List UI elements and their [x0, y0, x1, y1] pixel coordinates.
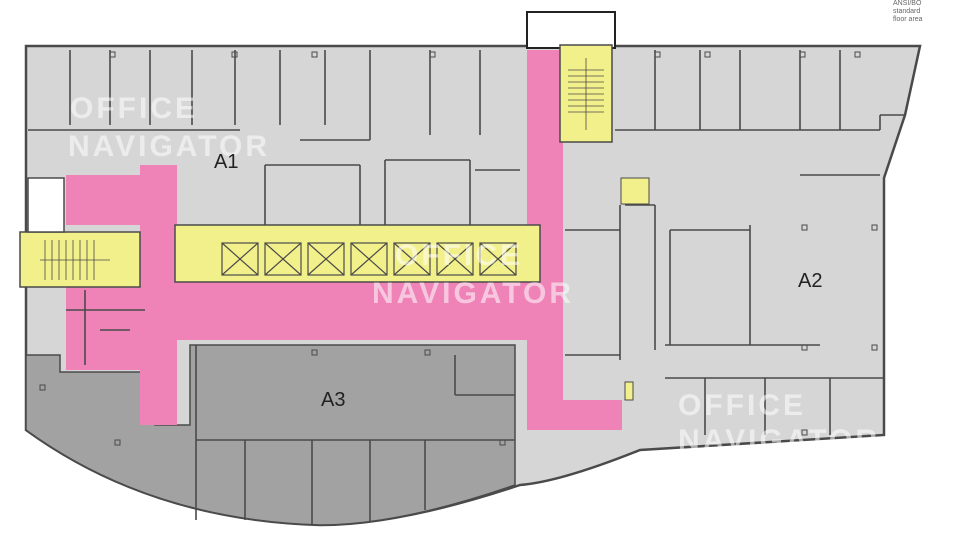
- watermark-navigator-3: NAVIGATOR: [678, 424, 880, 457]
- core-lobby-left: [66, 175, 146, 225]
- core-corridor-h: [140, 278, 530, 340]
- core-corridor-right-bottom: [527, 400, 622, 430]
- watermark-office-2: OFFICE: [395, 239, 523, 272]
- elevator-cars: [221, 242, 517, 276]
- columns: [39, 51, 878, 446]
- legend-line-3: floor area: [893, 16, 923, 23]
- tenant-area-a3: [25, 344, 516, 526]
- void-left: [27, 177, 65, 233]
- legend-line-2: standard: [893, 8, 921, 15]
- core-wc-left: [66, 280, 146, 370]
- legend-line-1: ANSI/BO: [893, 0, 922, 7]
- watermark-navigator-2: NAVIGATOR: [372, 277, 574, 310]
- area-label-a3: A3: [321, 389, 345, 411]
- shaft-right: [620, 177, 650, 205]
- shaft-small: [624, 381, 634, 401]
- roof-box: [526, 11, 616, 49]
- watermark-navigator-1: NAVIGATOR: [68, 130, 270, 163]
- watermark-office-3: OFFICE: [678, 389, 806, 422]
- stair-treads: [40, 58, 604, 280]
- partition-walls: [28, 50, 905, 525]
- watermark-office-1: OFFICE: [70, 92, 198, 125]
- area-label-a2: A2: [798, 270, 822, 292]
- area-label-a1: A1: [214, 151, 238, 173]
- legend: ANSI/BO standard floor area: [893, 0, 973, 24]
- core-corridor-left: [140, 165, 177, 425]
- watermarks: OFFICE NAVIGATOR OFFICE NAVIGATOR OFFICE…: [68, 92, 880, 457]
